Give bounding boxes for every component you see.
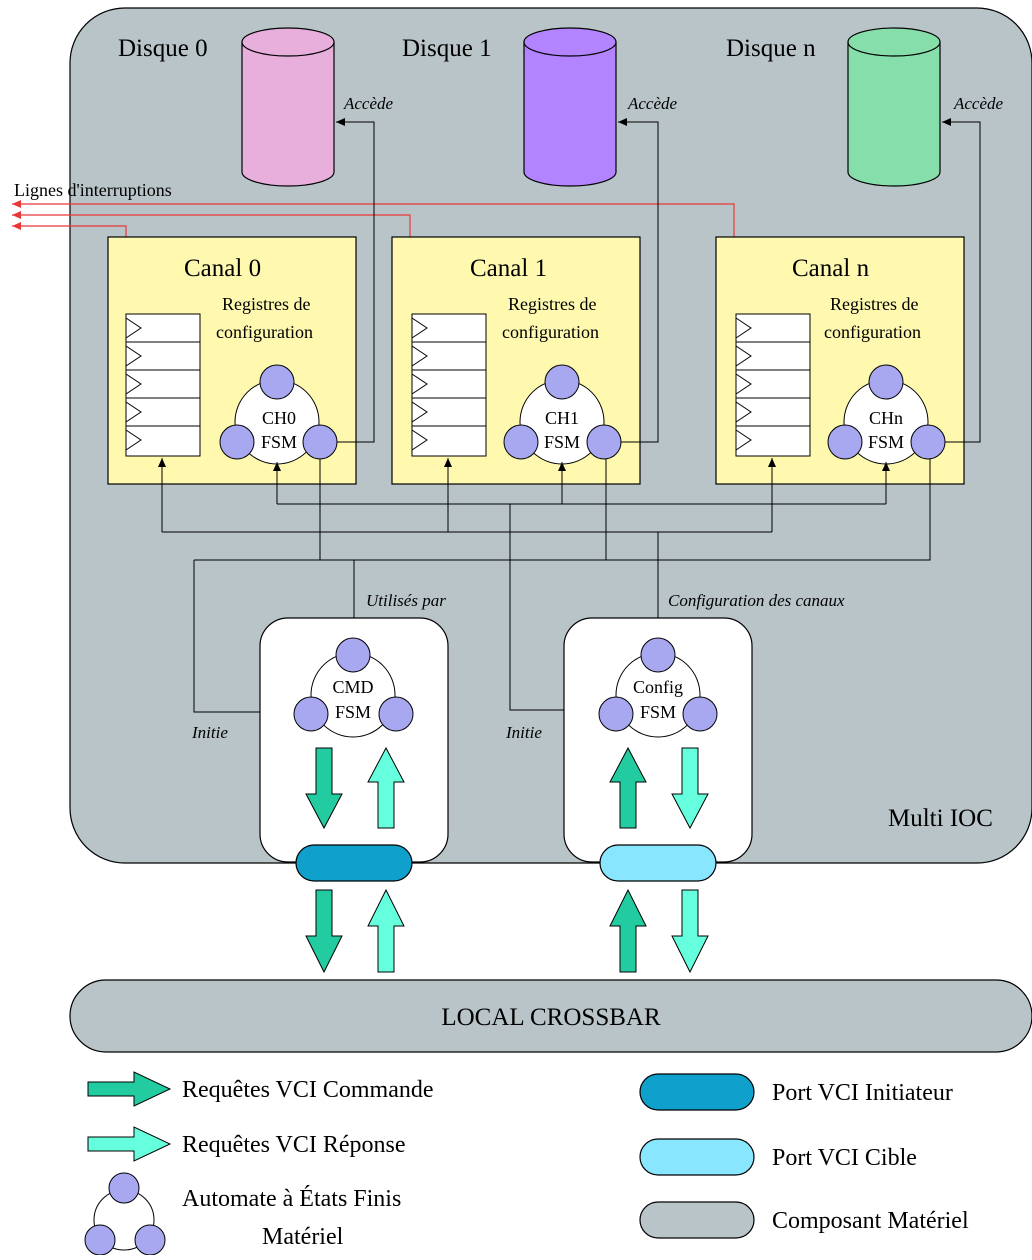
channel-1-fsm [503,364,622,465]
legend-fsm-icon [84,1172,166,1256]
fsm-node [293,696,329,732]
channel-n-title: Canal n [792,255,870,282]
cmd-initiates-label: Initie [191,723,228,742]
cmd-request-arrow-up [609,746,647,829]
config-initiates-label: Initie [505,723,542,742]
interrupt-lines-label: Lignes d'interruptions [14,180,172,200]
legend-initiator-port: Port VCI Initiateur [772,1080,953,1106]
channel-1-fsm-line2: FSM [544,432,580,452]
legend-fsm-line2: Matériel [262,1224,344,1250]
cmd-fsm [293,637,414,738]
legend-initiator-port-icon [639,1073,755,1111]
config-fsm-line2: FSM [640,702,676,722]
local-crossbar-label: LOCAL CROSSBAR [441,1004,661,1031]
legend-fsm-line1: Automate à États Finis [182,1186,401,1212]
disk-n [847,27,941,187]
rsp-request-arrow-up [367,888,405,973]
legend-rsp-requests: Requêtes VCI Réponse [182,1132,406,1158]
used-by-label: Utilisés par [366,591,446,610]
cmd-request-arrow-down [305,747,343,830]
legend-cmd-requests: Requêtes VCI Commande [182,1077,434,1103]
local-crossbar [69,979,1032,1053]
channel-n-fsm-line2: FSM [868,432,904,452]
fsm-node [682,696,718,732]
channel-n-reg-line1: Registres de [830,294,918,314]
channel-1-reg-line1: Registres de [508,294,596,314]
legend-target-port-icon [639,1138,755,1176]
fsm-node [378,696,414,732]
disk-0 [241,27,335,187]
fsm-node [544,364,580,400]
fsm-node [302,424,338,460]
initiator-port [295,844,413,882]
channel-1-title: Canal 1 [470,255,547,282]
channel-n-fifo [735,313,811,457]
fsm-node [910,424,946,460]
disk-1-label: Disque 1 [402,35,492,62]
disk-n-label: Disque n [726,35,816,62]
channel-n-reg-line2: configuration [824,322,921,342]
fsm-node [586,424,622,460]
config-fsm-line1: Config [633,677,683,697]
cmd-fsm-line2: FSM [335,702,371,722]
legend-cmd-arrow-icon [87,1071,172,1107]
fsm-node [259,364,295,400]
fsm-node [598,696,634,732]
disk-access-wires [336,118,981,443]
channel-1-fsm-line1: CH1 [545,408,579,428]
channel-0-title: Canal 0 [184,255,261,282]
target-port [599,844,717,882]
channel-0-fsm-line2: FSM [261,432,297,452]
channel-0-fsm [219,364,338,465]
disk-1 [523,27,617,187]
fsm-node [827,424,863,460]
config-fsm [598,637,718,738]
legend-hw-component-icon [639,1201,755,1239]
channel-0-reg-line2: configuration [216,322,313,342]
channel-0-fifo [125,313,201,457]
rsp-request-arrow-down [671,889,709,974]
channel-0-fsm-line1: CH0 [262,408,296,428]
fsm-node [335,637,371,673]
fsm-node [219,424,255,460]
rsp-request-arrow-up [367,746,405,829]
cmd-bus-wires [193,459,931,716]
legend-rsp-arrow-icon [87,1126,172,1162]
channel-1-reg-line2: configuration [502,322,599,342]
disk-0-label: Disque 0 [118,35,208,62]
disk-n-access-label: Accède [953,94,1004,113]
multi-ioc-label: Multi IOC [888,805,993,832]
channel-0-reg-line1: Registres de [222,294,310,314]
channel-1-fifo [411,313,487,457]
channel-n-fsm-line1: CHn [869,408,903,428]
disk-1-access-label: Accède [627,94,678,113]
fsm-node [868,364,904,400]
legend-target-port: Port VCI Cible [772,1145,917,1171]
cmd-request-arrow-up [609,888,647,973]
channel-config-label: Configuration des canaux [668,591,845,610]
rsp-request-arrow-down [671,747,709,830]
fsm-node [640,637,676,673]
cmd-fsm-line1: CMD [332,677,373,697]
legend-hw-component: Composant Matériel [772,1208,969,1234]
disk-0-access-label: Accède [343,94,394,113]
cmd-request-arrow-down [305,889,343,974]
fsm-node [503,424,539,460]
channel-n-fsm [827,364,946,465]
interrupt-lines [12,200,735,237]
